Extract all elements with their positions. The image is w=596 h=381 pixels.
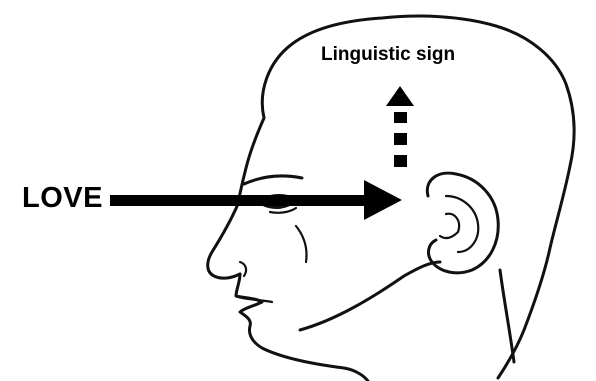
dotted-arrow-dash-2 [394,133,407,145]
jaw-outline [298,260,442,332]
eye-lower-lid [268,206,298,214]
head-outline [260,14,576,380]
dotted-arrow-dash-3 [394,112,407,123]
lips-line [236,295,274,304]
nostril-detail [238,260,248,278]
neck-outline [498,268,516,364]
ear-outline [425,171,500,275]
dotted-arrow-head [386,86,414,106]
ear-inner-fold [444,194,480,254]
mouth-chin-outline [234,272,370,381]
dotted-arrow-dash-1 [394,155,407,167]
eyebrow-outline [242,174,304,186]
linguistic-sign-label: Linguistic sign [321,44,456,65]
ear-canal [438,212,461,240]
forehead-outline [236,116,266,206]
cheek-crease [294,224,308,264]
input-arrow-shaft [110,195,376,206]
input-word-label: LOVE [22,182,103,214]
nose-outline [206,202,242,280]
input-arrow-head [364,180,402,220]
